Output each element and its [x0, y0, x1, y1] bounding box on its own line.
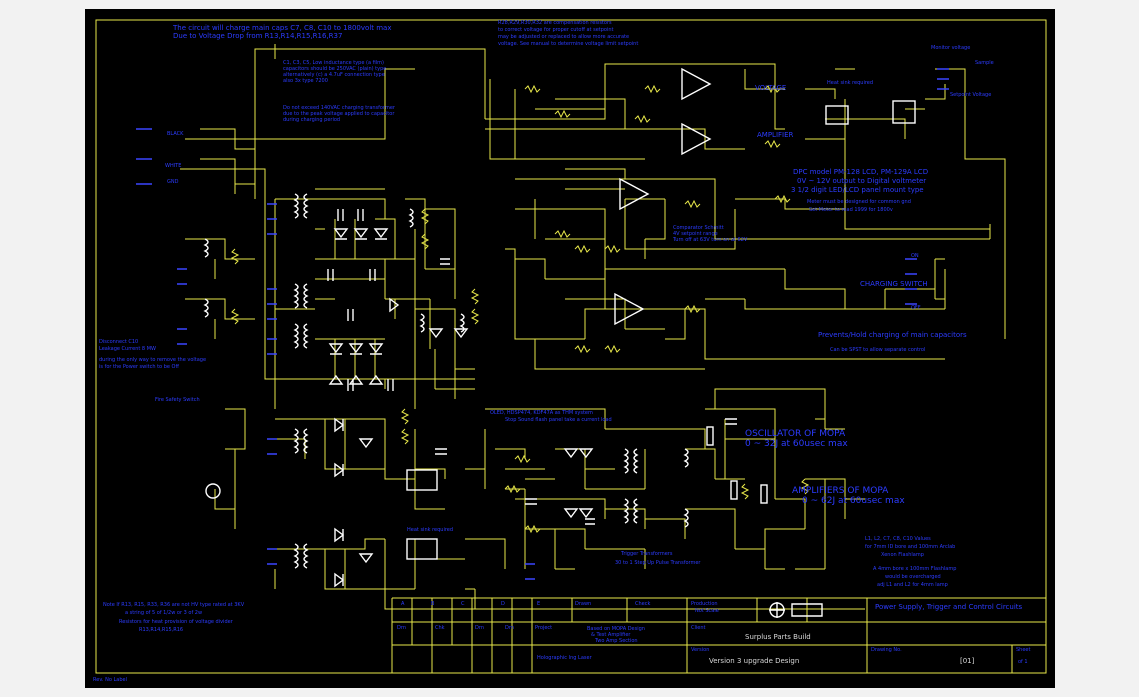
- note-disc-line3: during the only way to remove the voltag…: [99, 357, 206, 363]
- note-prevent-line1: Prevents/Hold charging of main capacitor…: [818, 331, 967, 339]
- note-meter-line5: Set Meter to read 1999 for 1800v: [809, 207, 893, 213]
- note-hv-line4: R13,R14,R15,R16: [139, 627, 183, 633]
- title-text: Power Supply, Trigger and Control Circui…: [875, 603, 1023, 611]
- note-comp-line1: R28,R29,R30,R32 are compensation resisto…: [498, 20, 612, 26]
- rev-letter-a: A: [401, 601, 405, 607]
- client-name: Surplus Parts Build: [745, 633, 811, 641]
- note-prevent-line2: Can be SPST to allow separate control: [830, 347, 925, 353]
- version-value: Version 3 upgrade Design: [709, 657, 799, 665]
- version-label: Version: [691, 647, 709, 653]
- note-comp-line3: may be adjusted or replaced to allow mor…: [498, 34, 629, 40]
- scale-value: Not Scale: [695, 608, 719, 614]
- note-xfmr-line3: during charging period: [283, 117, 340, 123]
- rev-col-4: Drn: [505, 625, 514, 631]
- note-trigger-line2: 30 to 1 Step Up Pulse Transformer: [615, 560, 701, 566]
- connectors: [136, 68, 949, 580]
- footer-text: Rev. No Label: [93, 677, 127, 683]
- note-comp-schmitt-line1: Comparator Schmitt: [673, 225, 724, 231]
- note-cap-line4: also 3x type 7200: [283, 78, 328, 84]
- note-disc-line1: Disconnect C10: [99, 339, 138, 345]
- based-on-line2: & Test Amplifier: [591, 632, 631, 638]
- note-meter-line3: 3 1/2 digit LED/LCD panel mount type: [791, 186, 924, 194]
- note-xfmr-line2: due to the peak voltage applied to capac…: [283, 111, 395, 117]
- note-fire-safety: Fire Safety Switch: [155, 397, 200, 403]
- note-hv-line3: Resistors for heat provision of voltage …: [119, 619, 234, 625]
- label-black: BLACK: [167, 131, 184, 137]
- notes-layer: The circuit will charge main caps C7, C8…: [99, 20, 994, 633]
- sheet-value: of 1: [1018, 659, 1028, 665]
- note-oscillator-spec: 0 ~ 32J at 60usec max: [745, 439, 848, 449]
- note-oscillator-title: OSCILLATOR OF MOPA: [745, 429, 846, 439]
- client-label: Client: [691, 625, 706, 631]
- label-white: WHITE: [165, 163, 181, 169]
- check-label: Check: [635, 601, 650, 607]
- note-oled-line1: OLED, HDSP474, KDF47A as THM system: [490, 410, 593, 416]
- schematic-drawing: The circuit will charge main caps C7, C8…: [93, 19, 1047, 683]
- note-meter-line1: DPC model PM-128 LCD, PM-129A LCD: [793, 168, 928, 176]
- note-values-line5: would be overcharged: [885, 574, 941, 580]
- note-charge-line1: The circuit will charge main caps C7, C8…: [172, 24, 391, 32]
- rev-col-3: Drn: [475, 625, 484, 631]
- note-values-line4: A 4mm bore x 100mm Flashlamp: [873, 566, 956, 572]
- schematic-sheet: The circuit will charge main caps C7, C8…: [85, 9, 1055, 688]
- drawn-label: Drawn: [575, 601, 591, 607]
- note-setpoint-voltage: Setpoint Voltage: [950, 92, 991, 98]
- note-comp-line4: voltage. See manual to determine voltage…: [498, 41, 638, 47]
- note-values-line2: for 7mm ID bore and 100mm Arclab: [865, 544, 955, 550]
- note-comp-schmitt-line2: 4V setpoint range: [673, 231, 718, 237]
- label-amplifier: AMPLIFIER: [757, 131, 794, 139]
- transformers: [203, 67, 916, 588]
- rev-letter-b: B: [431, 601, 435, 607]
- resistors: [230, 84, 810, 534]
- note-monitor-voltage: Monitor voltage: [931, 45, 970, 51]
- note-charge-line2: Due to Voltage Drop from R13,R14,R15,R16…: [173, 32, 342, 40]
- note-trigger-line1: Trigger Transformers: [620, 551, 673, 557]
- drawing-id: [01]: [960, 657, 975, 665]
- note-cap-line1: C1, C3, C5, Low inductance type (a film): [283, 60, 384, 66]
- project-name: Holographic Ing Laser: [537, 655, 593, 661]
- note-values-line3: Xenon Flashlamp: [881, 552, 924, 558]
- note-heatsink-2: Heat sink required: [407, 527, 453, 533]
- title-block: A B C D E Drn Chk Drn Drn Drawn Check Pr…: [391, 597, 1046, 673]
- rev-letter-e: E: [537, 601, 540, 607]
- based-on-line1: Based on MOPA Design: [587, 626, 645, 632]
- based-on-line3: Two Amp Section: [594, 638, 638, 644]
- project-label: Project: [535, 625, 552, 631]
- note-comp-line2: to correct voltage for proper cutoff at …: [498, 27, 614, 33]
- note-meter-line2: 0V ~ 12V output to Digital voltmeter: [797, 177, 926, 185]
- rev-col-2: Chk: [435, 625, 445, 631]
- sheet-label: Sheet: [1016, 647, 1030, 653]
- label-gnd: GND: [167, 179, 179, 185]
- production-label: Production: [691, 601, 718, 607]
- note-hv-line1: Note If R13, R15, R33, R36 are not HV ty…: [103, 602, 245, 608]
- note-cap-line3: alternatively (c) a 4.7uF connection typ…: [283, 72, 385, 78]
- label-charging-switch: CHARGING SWITCH: [860, 280, 928, 288]
- note-disc-line4: is for the Power switch to be Off: [99, 364, 179, 370]
- note-values-line1: L1, L2, C7, C8, C10 Values: [865, 536, 931, 542]
- note-xfmr-line1: Do not exceed 140VAC charging transforme…: [283, 105, 396, 111]
- label-off: OFF: [911, 305, 921, 311]
- note-oled-line2: Stop Sound flash panel take a current lo…: [505, 417, 612, 423]
- note-values-line6: adj L1 and L2 for 4mm lamp: [877, 582, 948, 588]
- drawing-no-label: Drawing No.: [871, 647, 902, 653]
- note-sample: Sample: [975, 60, 994, 66]
- rev-letter-c: C: [461, 601, 465, 607]
- note-meter-line4: Meter must be designed for common gnd: [807, 199, 911, 205]
- note-hv-line2: a string of 5 of 1/2w or 3 of 2w: [125, 610, 202, 616]
- note-heatsink-1: Heat sink required: [827, 80, 873, 86]
- note-amplifier-spec: 0 ~ 62J at 60usec max: [802, 496, 905, 506]
- label-voltage: VOLTAGE: [755, 84, 786, 92]
- note-cap-line2: capacitors should be 250VAC (plain) type: [283, 66, 386, 72]
- rev-letter-d: D: [501, 601, 505, 607]
- note-disc-line2: Leakage Current 8 MW: [99, 346, 156, 352]
- label-on: ON: [911, 253, 919, 259]
- note-comp-schmitt-line3: Turn off at 63V turn on at 62V: [672, 237, 748, 243]
- note-amplifier-title: AMPLIFIERS OF MOPA: [792, 486, 889, 496]
- rev-col-1: Drn: [397, 625, 406, 631]
